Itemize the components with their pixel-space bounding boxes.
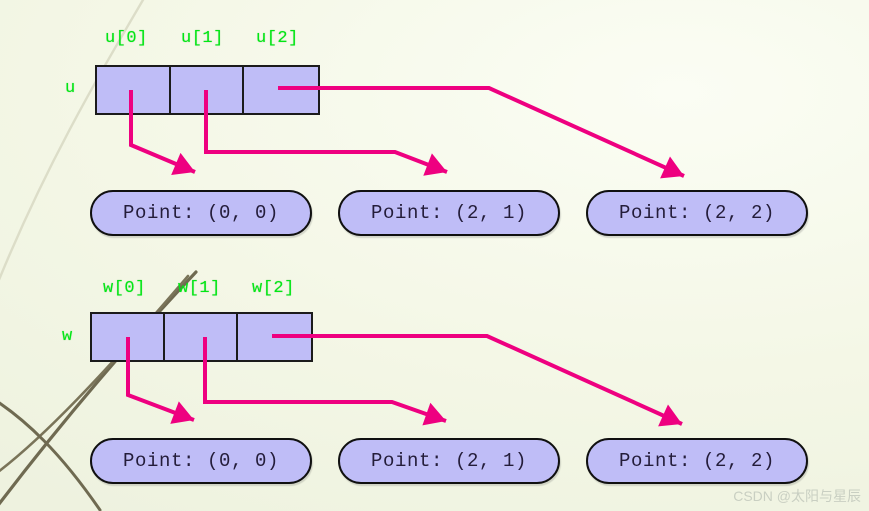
array-cell-u-0[interactable] — [97, 67, 171, 113]
index-label-w-0: w[0] — [103, 279, 146, 298]
u2-to-point-2-2-line — [278, 86, 685, 178]
point-object-u-2[interactable]: Point: (2, 2) — [586, 190, 808, 236]
array-u — [95, 65, 320, 115]
index-label-u-0: u[0] — [105, 29, 148, 48]
point-object-w-0[interactable]: Point: (0, 0) — [90, 438, 312, 484]
point-object-w-1[interactable]: Point: (2, 1) — [338, 438, 560, 484]
array-cell-u-2[interactable] — [244, 67, 318, 113]
index-label-w-1: w[1] — [178, 279, 221, 298]
point-object-u-1[interactable]: Point: (2, 1) — [338, 190, 560, 236]
u0-to-point-0-0-head — [171, 152, 195, 175]
array-cell-w-0[interactable] — [92, 314, 166, 360]
w0-to-point-0-0-head — [170, 401, 194, 424]
array-w — [90, 312, 313, 362]
index-label-u-2: u[2] — [256, 29, 299, 48]
array-cell-u-1[interactable] — [170, 67, 245, 113]
u2-to-point-2-2-head — [660, 156, 684, 179]
dark-curve-third — [0, 401, 102, 511]
point-object-u-0[interactable]: Point: (0, 0) — [90, 190, 312, 236]
w1-to-point-2-1-head — [422, 402, 446, 426]
array-name-label-u: u — [65, 79, 76, 98]
point-object-w-2[interactable]: Point: (2, 2) — [586, 438, 808, 484]
watermark: CSDN @太阳与星辰 — [733, 488, 861, 504]
w2-to-point-2-2-line — [272, 334, 683, 426]
u1-to-point-2-1-head — [423, 153, 447, 176]
array-cell-w-1[interactable] — [165, 314, 239, 360]
index-label-u-1: u[1] — [181, 29, 224, 48]
array-name-label-w: w — [62, 327, 73, 346]
index-label-w-2: w[2] — [252, 279, 295, 298]
array-cell-w-2[interactable] — [238, 314, 311, 360]
w2-to-point-2-2-head — [658, 404, 682, 427]
